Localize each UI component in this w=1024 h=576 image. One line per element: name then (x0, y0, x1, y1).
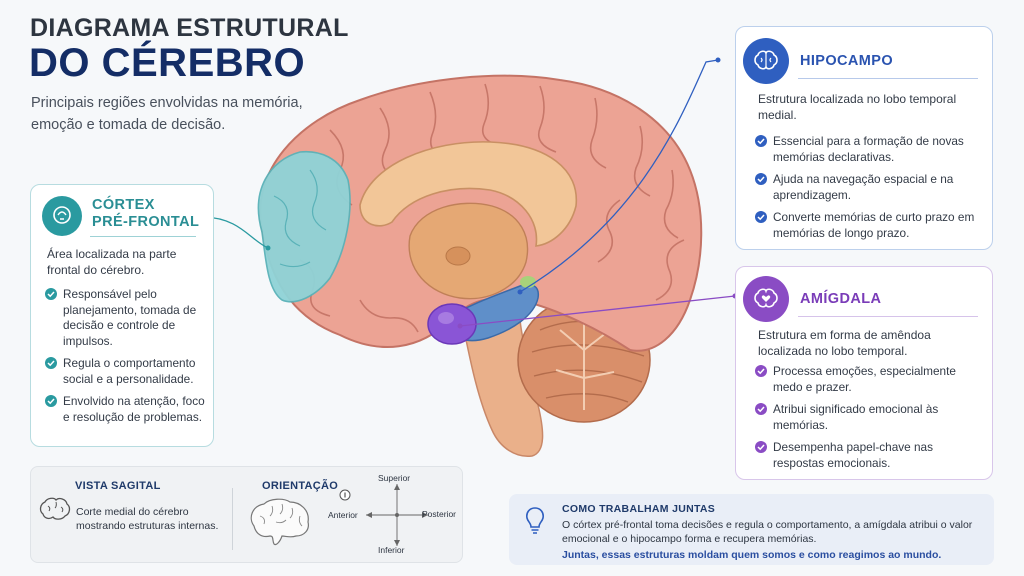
prefrontal-rule (90, 236, 196, 237)
bullet-text: Regula o comportamento social e a person… (63, 356, 196, 386)
bullet-text: Ajuda na navegação espacial e na aprendi… (773, 172, 954, 202)
amygdala-region (427, 303, 477, 345)
check-icon (45, 357, 57, 369)
title-line-2: DO CÉREBRO (29, 41, 306, 85)
sagittal-description: Corte medial do cérebro mostrando estrut… (76, 506, 219, 532)
prefrontal-title-line-1: CÓRTEX (92, 197, 155, 213)
bullet-text: Atribui significado emocional às memória… (773, 402, 939, 432)
list-item: Desempenha papel-chave nas respostas emo… (755, 440, 980, 471)
info-circle-icon (339, 489, 351, 501)
subtitle: Principais regiões envolvidas na memória… (31, 95, 303, 133)
orientation-posterior: Posterior (422, 509, 457, 519)
check-icon (755, 441, 767, 453)
orientation-inferior: Inferior (378, 545, 405, 555)
sagittal-brain-icon (39, 497, 71, 520)
hippocampus-bullets: Essencial para a formação de novas memór… (755, 134, 980, 248)
leader-hippocampus (519, 59, 719, 293)
bullet-text: Converte memórias de curto prazo em memó… (773, 210, 975, 240)
how-title: COMO TRABALHAM JUNTAS (562, 503, 716, 515)
bullet-text: Desempenha papel-chave nas respostas emo… (773, 440, 934, 470)
brain-heart-icon (743, 276, 789, 322)
legend-divider (232, 488, 233, 550)
check-icon (755, 211, 767, 223)
prefrontal-description: Área localizada na parte frontal do cére… (47, 247, 177, 277)
hippocampus-title: HIPOCAMPO (800, 53, 894, 69)
list-item: Regula o comportamento social e a person… (45, 356, 205, 387)
check-icon (755, 135, 767, 147)
list-item: Responsável pelo planejamento, tomada de… (45, 287, 205, 349)
bullet-text: Envolvido na atenção, foco e resolução d… (63, 394, 205, 424)
amygdala-description: Estrutura em forma de amêndoa localizada… (758, 328, 931, 358)
hippocampus-description: Estrutura localizada no lobo temporal me… (758, 92, 957, 122)
prefrontal-title-line-2: PRÉ-FRONTAL (92, 214, 200, 230)
leader-amygdala (459, 295, 736, 327)
compass-cross-icon (366, 484, 428, 546)
sagittal-title: VISTA SAGITAL (75, 480, 161, 492)
orientation-brain-sketch (250, 498, 309, 546)
brain-icon (743, 38, 789, 84)
amygdala-title: AMÍGDALA (800, 291, 882, 307)
bullet-text: Responsável pelo planejamento, tomada de… (63, 287, 197, 348)
hippocampus-rule (798, 78, 978, 79)
list-item: Envolvido na atenção, foco e resolução d… (45, 394, 205, 425)
list-item: Converte memórias de curto prazo em memó… (755, 210, 980, 241)
check-icon (755, 365, 767, 377)
legend-box (30, 466, 463, 563)
how-they-work-box (509, 494, 994, 565)
list-item: Processa emoções, especialmente medo e p… (755, 364, 980, 395)
prefrontal-bullets: Responsável pelo planejamento, tomada de… (45, 287, 205, 432)
list-item: Essencial para a formação de novas memór… (755, 134, 980, 165)
amygdala-bullets: Processa emoções, especialmente medo e p… (755, 364, 980, 478)
list-item: Atribui significado emocional às memória… (755, 402, 980, 433)
how-text: O córtex pré-frontal toma decisões e reg… (562, 519, 973, 545)
lightbulb-icon (526, 507, 544, 534)
check-icon (45, 395, 57, 407)
how-highlight: Juntas, essas estruturas moldam quem som… (562, 549, 942, 561)
prefrontal-title: CÓRTEX PRÉ-FRONTAL (92, 197, 199, 231)
orientation-superior: Superior (378, 473, 411, 483)
corpus-callosum (359, 141, 578, 247)
title-line-1: DIAGRAMA ESTRUTURAL (30, 14, 349, 42)
bullet-text: Processa emoções, especialmente medo e p… (773, 364, 956, 394)
orientation-anterior: Anterior (328, 510, 358, 520)
list-item: Ajuda na navegação espacial e na aprendi… (755, 172, 980, 203)
check-icon (755, 173, 767, 185)
amygdala-rule (798, 316, 978, 317)
orientation-title: ORIENTAÇÃO (262, 480, 339, 492)
bullet-text: Essencial para a formação de novas memór… (773, 134, 964, 164)
check-icon (45, 288, 57, 300)
check-icon (755, 403, 767, 415)
brain-head-icon (42, 196, 82, 236)
